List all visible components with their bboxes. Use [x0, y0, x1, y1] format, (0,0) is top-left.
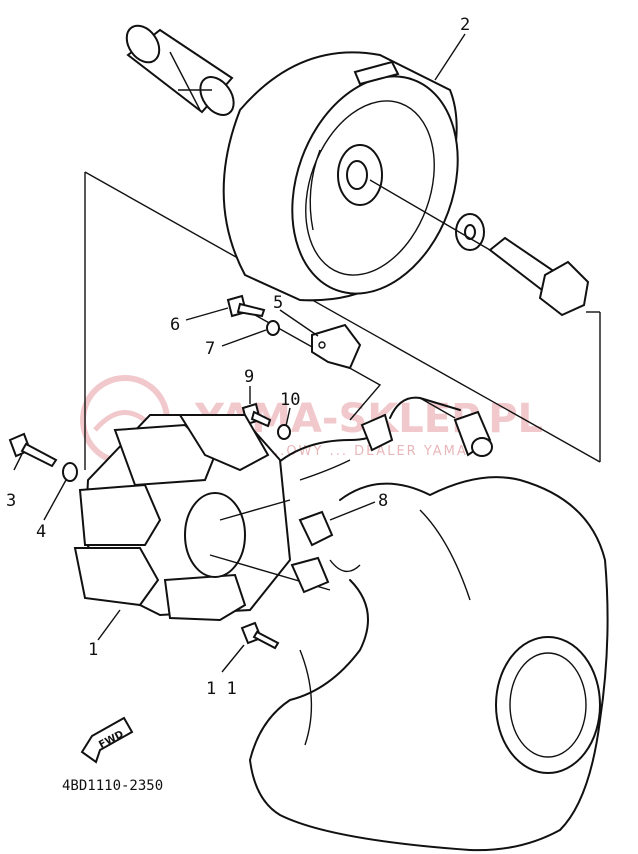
screw-3 — [8, 432, 58, 468]
stator-assembly — [73, 414, 331, 622]
callout-10: 10 — [280, 390, 300, 410]
washer-7 — [266, 320, 280, 336]
callout-2: 2 — [460, 15, 470, 35]
callout-8: 8 — [378, 491, 388, 511]
screw-11 — [240, 621, 280, 650]
callout-9: 9 — [244, 367, 254, 387]
washer-4 — [62, 462, 78, 482]
callout-labels: 2 6 7 5 9 10 8 3 4 1 1 1 — [6, 15, 470, 699]
callout-11: 1 1 — [206, 679, 237, 699]
pickup-coil-5 — [311, 323, 362, 370]
washer-and-nut — [369, 179, 590, 317]
callout-6: 6 — [170, 315, 180, 335]
callout-3: 3 — [6, 491, 16, 511]
callout-5: 5 — [273, 293, 283, 313]
washer-10 — [277, 424, 291, 440]
diagram-code: 4BD1110-2350 — [62, 778, 163, 794]
callout-4: 4 — [36, 522, 46, 542]
flywheel-rotor — [222, 51, 459, 302]
crankcase-cover — [249, 476, 609, 852]
callout-7: 7 — [205, 339, 215, 359]
forward-arrow-icon: FWD — [80, 716, 134, 764]
sleeve-collar — [125, 24, 235, 116]
leader-lines — [13, 33, 466, 673]
cord-clamp-8 — [290, 510, 334, 594]
callout-1: 1 — [88, 640, 98, 660]
bolt-6 — [226, 294, 266, 318]
assembly-boundary-lines — [84, 171, 601, 470]
wire-harness — [269, 396, 493, 481]
watermark-subtitle: ...OWY ... DEALER YAMAHA — [268, 444, 490, 459]
